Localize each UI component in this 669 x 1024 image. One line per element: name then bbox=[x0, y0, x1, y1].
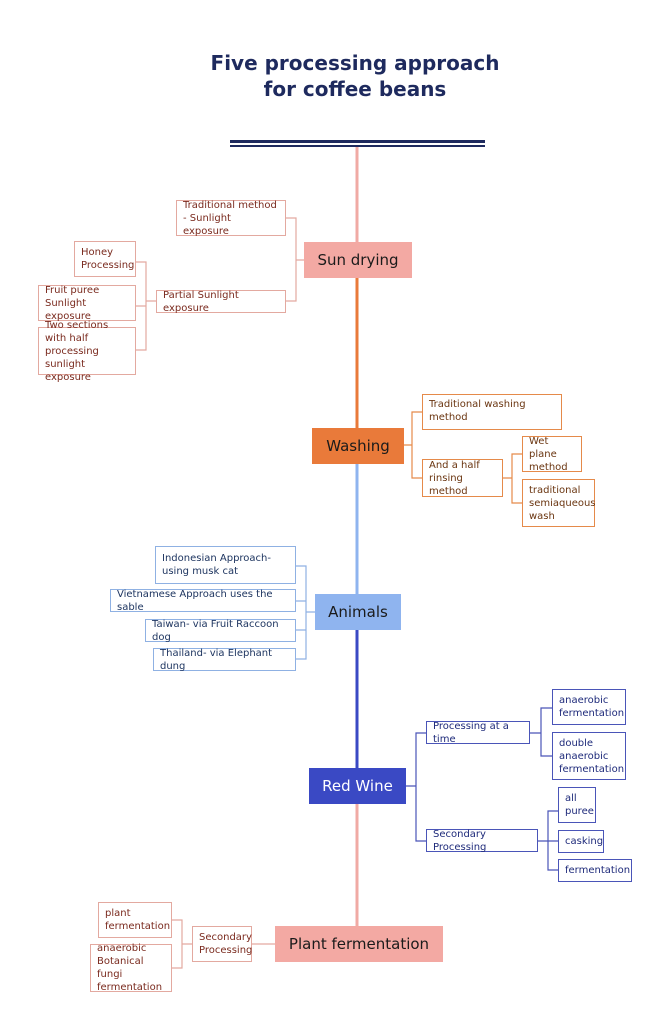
wine-anaerobic-text: anaerobic fermentation bbox=[559, 695, 625, 719]
half-bracket bbox=[503, 453, 522, 504]
sun-partial-box: Partial Sunlight exposure bbox=[156, 289, 286, 314]
plant-fungi-box: anaerobic Botanical fungi fermentation bbox=[90, 943, 172, 993]
sun-two-sections-box: Two sections with half processing sunlig… bbox=[38, 320, 136, 383]
sun-honey-text: Honey Processing bbox=[81, 247, 135, 271]
sun-bracket bbox=[286, 217, 304, 302]
wine-casking-box: casking bbox=[558, 830, 604, 853]
plant-secondary-box: Secondary Processing bbox=[192, 926, 252, 962]
sun-traditional-text: Traditional method - Sunlight exposure bbox=[183, 199, 277, 237]
wine-puree-box: all puree bbox=[558, 787, 596, 823]
wine-double-box: double anaerobic fermentation bbox=[552, 732, 626, 780]
sun-partial-text: Partial Sunlight exposure bbox=[163, 289, 239, 314]
wine-secondary-text: Secondary Processing bbox=[433, 828, 487, 853]
animals-vietnamese-text: Vietnamese Approach uses the sable bbox=[117, 588, 273, 613]
wine-fermentation-box: fermentation bbox=[558, 859, 632, 882]
sun-honey-box: Honey Processing bbox=[74, 241, 136, 277]
wash-half-box: And a half rinsing method bbox=[422, 459, 503, 497]
plant-fermentation-label: Plant fermentation bbox=[288, 935, 430, 953]
plant-ferm-text: plant fermentation bbox=[105, 908, 171, 932]
wine-bracket bbox=[406, 732, 426, 842]
wash-bracket bbox=[404, 411, 422, 479]
plant-secondary-bracket bbox=[172, 919, 192, 969]
sun-two-sections-text: Two sections with half processing sunlig… bbox=[45, 319, 109, 383]
sun-fruit-text: Fruit puree Sunlight exposure bbox=[45, 284, 100, 322]
wash-wet-text: Wet plane method bbox=[529, 435, 568, 473]
red-wine-node: Red Wine bbox=[309, 768, 406, 804]
title-underline bbox=[230, 140, 485, 143]
animals-taiwan-box: Taiwan- via Fruit Raccoon dog bbox=[145, 618, 296, 643]
red-wine-label: Red Wine bbox=[322, 777, 393, 795]
sun-drying-label: Sun drying bbox=[317, 251, 399, 269]
washing-node: Washing bbox=[312, 428, 404, 464]
animals-indonesian-text: Indonesian Approach- using musk cat bbox=[162, 553, 271, 577]
sun-fruit-box: Fruit puree Sunlight exposure bbox=[38, 284, 136, 322]
wine-puree-text: all puree bbox=[565, 793, 594, 817]
page-title: Five processing approach for coffee bean… bbox=[210, 51, 500, 101]
wash-wet-box: Wet plane method bbox=[522, 435, 582, 473]
wash-half-text: And a half rinsing method bbox=[429, 459, 480, 497]
plant-ferm-box: plant fermentation bbox=[98, 902, 172, 938]
animals-thailand-text: Thailand- via Elephant dung bbox=[160, 647, 273, 672]
plant-fermentation-node: Plant fermentation bbox=[275, 926, 443, 962]
wash-semi-box: traditional semiaqueous wash bbox=[522, 479, 596, 527]
wash-traditional-box: Traditional washing method bbox=[422, 394, 562, 430]
wash-traditional-text: Traditional washing method bbox=[429, 399, 526, 423]
wine-at-a-time-text: Processing at a time bbox=[433, 720, 509, 745]
animals-indonesian-box: Indonesian Approach- using musk cat bbox=[155, 546, 296, 584]
plant-secondary-text: Secondary Processing bbox=[199, 932, 253, 956]
animals-taiwan-text: Taiwan- via Fruit Raccoon dog bbox=[152, 618, 279, 643]
plant-fungi-text: anaerobic Botanical fungi fermentation bbox=[97, 943, 163, 993]
animals-bracket bbox=[296, 565, 315, 660]
title-underline-2 bbox=[230, 145, 485, 147]
wine-fermentation-text: fermentation bbox=[565, 865, 631, 876]
wine-secondary-box: Secondary Processing bbox=[426, 828, 538, 853]
wine-casking-text: casking bbox=[565, 836, 604, 847]
at-a-time-bracket bbox=[530, 707, 552, 757]
animals-node: Animals bbox=[315, 594, 401, 630]
secondary-bracket bbox=[538, 810, 558, 871]
wine-double-text: double anaerobic fermentation bbox=[559, 737, 625, 775]
wash-semi-text: traditional semiaqueous wash bbox=[529, 484, 596, 522]
wine-at-a-time-box: Processing at a time bbox=[426, 720, 530, 745]
animals-vietnamese-box: Vietnamese Approach uses the sable bbox=[110, 588, 296, 613]
animals-thailand-box: Thailand- via Elephant dung bbox=[153, 647, 296, 672]
wine-anaerobic-box: anaerobic fermentation bbox=[552, 689, 626, 725]
sun-drying-node: Sun drying bbox=[304, 242, 412, 278]
partial-bracket bbox=[136, 261, 156, 351]
sun-traditional-box: Traditional method - Sunlight exposure bbox=[176, 199, 286, 237]
animals-label: Animals bbox=[328, 603, 388, 621]
washing-label: Washing bbox=[326, 437, 390, 455]
